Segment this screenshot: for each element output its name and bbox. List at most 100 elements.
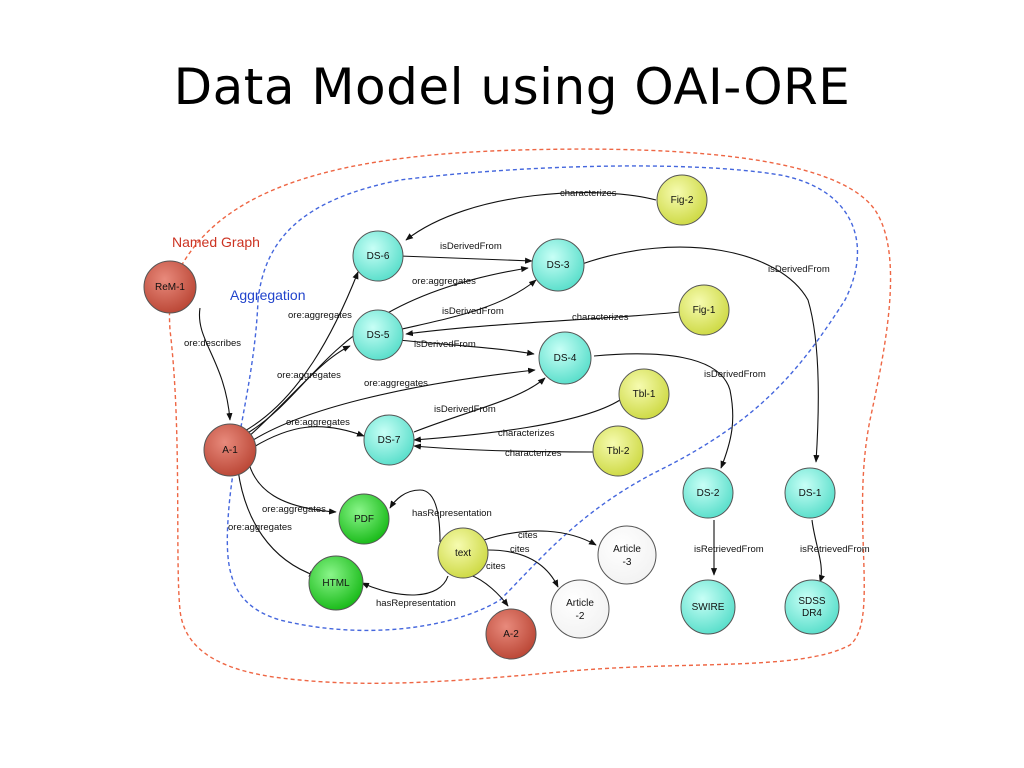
node-label-article-2-line1: Article (566, 598, 594, 609)
node-a-2[interactable]: A-2 (485, 608, 537, 660)
edge-ds6-derived-ds3 (399, 255, 533, 264)
node-label-ds-3: DS-3 (547, 260, 570, 271)
node-a-1[interactable]: A-1 (203, 423, 257, 477)
node-label-article-3-line1: Article (613, 544, 641, 555)
node-sdss-dr4[interactable]: SDSS DR4 (784, 579, 840, 635)
edge-label-agg-ds3: ore:aggregates (412, 276, 476, 287)
edge-label-ds6-ds3: isDerivedFrom (440, 241, 502, 252)
node-ds-2[interactable]: DS-2 (682, 467, 734, 519)
node-label-ds-5: DS-5 (367, 330, 390, 341)
edge-label-ds1-retrieved: isRetrievedFrom (800, 544, 870, 555)
node-label-ds-2: DS-2 (697, 488, 720, 499)
edge-ds7-derived-ds4 (413, 377, 546, 433)
edge-text-rep-pdf (389, 489, 441, 543)
edge-fig2-char-ds6 (405, 192, 657, 241)
nodes: ReM-1 A-1 A-2 DS-6 DS-3 DS-5 DS-4 DS-7 (143, 174, 840, 660)
node-ds-6[interactable]: DS-6 (352, 230, 404, 282)
node-ds-4[interactable]: DS-4 (538, 331, 592, 385)
node-label-ds-6: DS-6 (367, 251, 390, 262)
node-label-article-2-line2: -2 (576, 611, 585, 622)
node-article-2[interactable]: Article -2 (550, 579, 610, 639)
node-ds-1[interactable]: DS-1 (784, 467, 836, 519)
edge-label-agg-pdf: ore:aggregates (262, 504, 326, 515)
edge-label-tbl1: characterizes (498, 428, 555, 439)
node-label-swire: SWIRE (692, 602, 725, 613)
edge-a1-aggregates-ds6 (242, 271, 359, 433)
edge-label-text-pdf: hasRepresentation (412, 508, 492, 519)
node-label-html: HTML (322, 578, 350, 589)
node-label-tbl-1: Tbl-1 (633, 389, 656, 400)
node-label-tbl-2: Tbl-2 (607, 446, 630, 457)
node-fig-2[interactable]: Fig-2 (656, 174, 708, 226)
node-pdf[interactable]: PDF (338, 493, 390, 545)
node-swire[interactable]: SWIRE (680, 579, 736, 635)
node-label-pdf: PDF (354, 514, 374, 525)
edge-label-tbl2: characterizes (505, 448, 562, 459)
named-graph-boundary (168, 148, 892, 685)
node-label-a-1: A-1 (222, 445, 238, 456)
edge-label-ds5-ds4: isDerivedFrom (414, 339, 476, 350)
slide-title: Data Model using OAI-ORE (173, 58, 851, 116)
node-ds-5[interactable]: DS-5 (352, 309, 404, 361)
edge-label-describes: ore:describes (184, 338, 241, 349)
edge-text-cites-a2 (487, 549, 559, 588)
edge-label-text-html: hasRepresentation (376, 598, 456, 609)
node-article-3[interactable]: Article -3 (597, 525, 657, 585)
node-label-sdss-line1: SDSS (798, 596, 826, 607)
edge-label-ds3-ds1: isDerivedFrom (768, 264, 830, 275)
node-ds-7[interactable]: DS-7 (363, 414, 415, 466)
edge-a1-aggregates-ds4 (249, 367, 536, 443)
node-ds-3[interactable]: DS-3 (531, 238, 585, 292)
edge-ds4-derived-ds2 (593, 353, 734, 469)
edge-rem-describes-a1 (198, 307, 233, 421)
node-label-ds-1: DS-1 (799, 488, 822, 499)
edge-label-fig1: characterizes (572, 312, 629, 323)
edge-label-agg-ds7: ore:aggregates (286, 417, 350, 428)
aggregation-label: Aggregation (230, 287, 306, 303)
edge-tbl2-char-ds7 (413, 443, 595, 453)
edge-label-ds5-ds3: isDerivedFrom (442, 306, 504, 317)
edge-tbl1-char-ds7 (413, 399, 621, 443)
edge-fig1-char-ds5 (405, 311, 681, 337)
edge-labels: ore:describes ore:aggregates ore:aggrega… (184, 188, 870, 609)
edge-label-agg-ds5: ore:aggregates (288, 310, 352, 321)
edges (198, 192, 825, 607)
node-label-text: text (455, 548, 471, 559)
node-label-sdss-line2: DR4 (802, 608, 822, 619)
edge-a1-aggregates-pdf (247, 459, 337, 515)
edge-a1-aggregates-ds7 (251, 426, 365, 449)
edge-text-cites-a2-node (469, 574, 509, 607)
node-html[interactable]: HTML (308, 555, 364, 611)
aggregation-boundary (226, 165, 859, 632)
edge-text-cites-a3 (483, 530, 597, 546)
edge-label-agg-ds6: ore:aggregates (277, 370, 341, 381)
node-label-ds-4: DS-4 (554, 353, 577, 364)
edge-label-agg-ds4: ore:aggregates (364, 378, 428, 389)
edge-label-cites-a2-node: cites (486, 561, 506, 572)
node-rem-1[interactable]: ReM-1 (143, 260, 197, 314)
node-tbl-2[interactable]: Tbl-2 (592, 425, 644, 477)
node-label-fig-2: Fig-2 (671, 195, 694, 206)
edge-a1-aggregates-html (237, 469, 317, 577)
edge-a1-aggregates-ds5 (246, 345, 351, 439)
node-label-rem-1: ReM-1 (155, 282, 185, 293)
edge-label-fig2: characterizes (560, 188, 617, 199)
node-text[interactable]: text (437, 527, 489, 579)
node-fig-1[interactable]: Fig-1 (678, 284, 730, 336)
edge-label-ds2-retrieved: isRetrievedFrom (694, 544, 764, 555)
named-graph-label: Named Graph (172, 234, 260, 250)
edge-label-ds4-ds2: isDerivedFrom (704, 369, 766, 380)
edge-label-cites-a2: cites (510, 544, 530, 555)
node-label-a-2: A-2 (503, 629, 519, 640)
edge-ds3-derived-ds1 (581, 246, 820, 463)
edge-label-ds7-ds4: isDerivedFrom (434, 404, 496, 415)
edge-ds5-derived-ds3 (397, 279, 537, 331)
edge-ds5-derived-ds4 (397, 339, 535, 356)
edge-text-rep-html (361, 575, 449, 596)
edge-label-cites-a3: cites (518, 530, 538, 541)
edge-label-agg-html: ore:aggregates (228, 522, 292, 533)
node-label-fig-1: Fig-1 (693, 305, 716, 316)
node-tbl-1[interactable]: Tbl-1 (618, 368, 670, 420)
edge-ds1-retrieved-sdss (811, 519, 825, 583)
